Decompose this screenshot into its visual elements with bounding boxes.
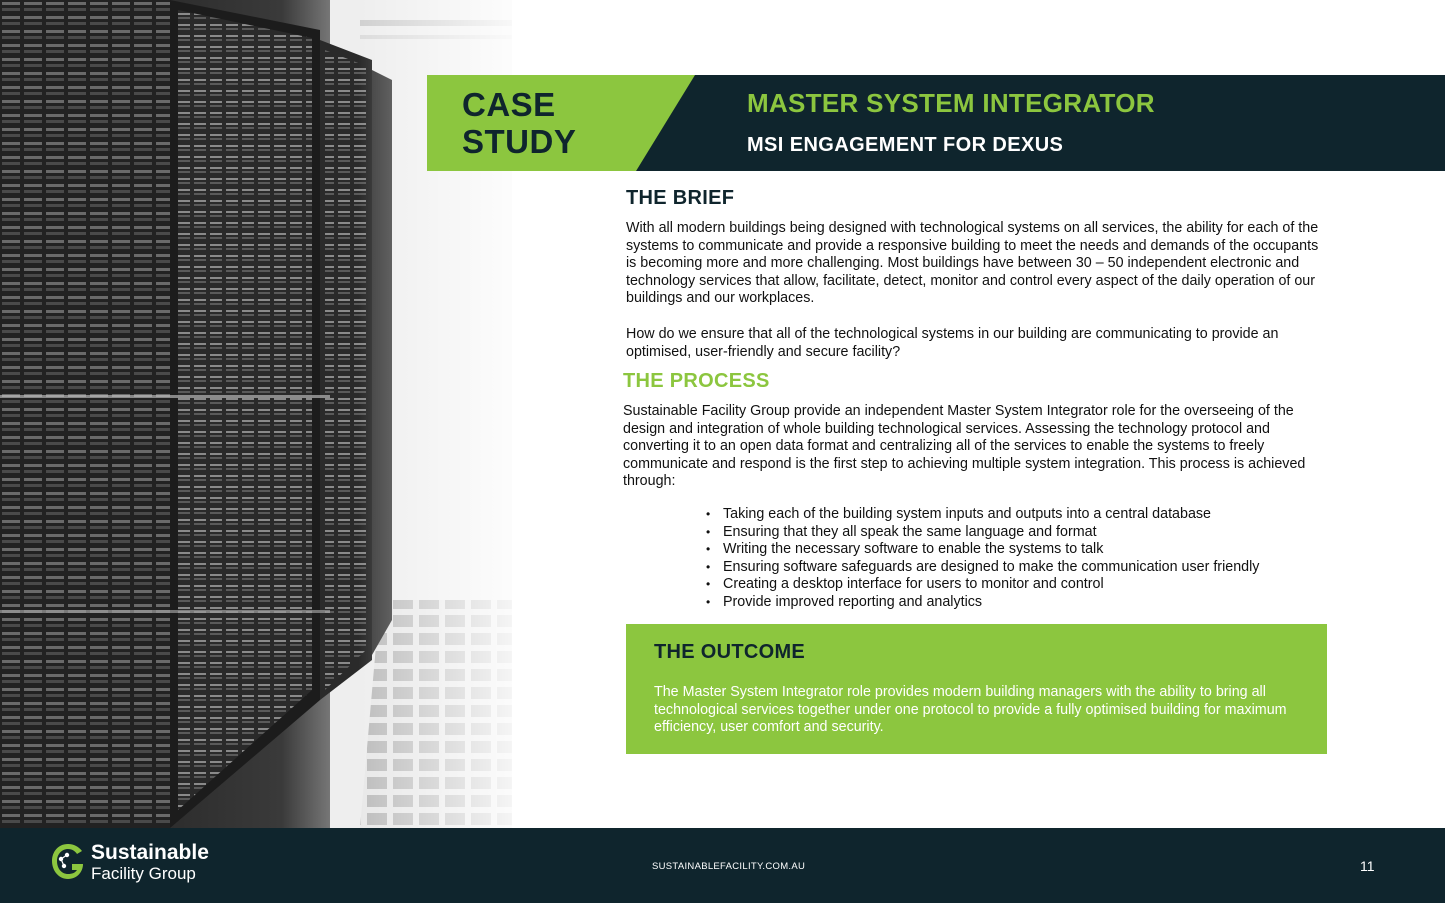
footer: Sustainable Facility Group SUSTAINABLEFA…	[0, 828, 1445, 903]
logo-text-line2: Facility Group	[91, 864, 196, 883]
process-bullet-list: Taking each of the building system input…	[706, 506, 1259, 612]
outcome-box: THE OUTCOME The Master System Integrator…	[626, 624, 1327, 754]
logo-text-line1: Sustainable	[91, 841, 209, 864]
list-item: Provide improved reporting and analytics	[706, 594, 1259, 612]
sustainable-facility-logo-icon	[52, 844, 83, 879]
brief-paragraph: With all modern buildings being designed…	[626, 220, 1319, 307]
brief-heading: THE BRIEF	[626, 187, 735, 209]
page-number: 11	[1360, 858, 1375, 874]
process-paragraph: Sustainable Facility Group provide an in…	[623, 403, 1306, 490]
list-item: Taking each of the building system input…	[706, 506, 1259, 524]
page-subtitle: MSI ENGAGEMENT FOR DEXUS	[747, 134, 1064, 156]
case-study-label: CASE STUDY	[462, 86, 577, 160]
list-item: Ensuring that they all speak the same la…	[706, 524, 1259, 542]
outcome-paragraph: The Master System Integrator role provid…	[654, 684, 1287, 736]
list-item: Creating a desktop interface for users t…	[706, 576, 1259, 594]
website-url: SUSTAINABLEFACILITY.COM.AU	[652, 861, 806, 872]
list-item: Ensuring software safeguards are designe…	[706, 559, 1259, 577]
page-title: MASTER SYSTEM INTEGRATOR	[747, 88, 1155, 118]
outcome-heading: THE OUTCOME	[654, 641, 806, 663]
list-item: Writing the necessary software to enable…	[706, 541, 1259, 559]
brief-question: How do we ensure that all of the technol…	[626, 326, 1279, 360]
process-heading: THE PROCESS	[623, 370, 770, 392]
